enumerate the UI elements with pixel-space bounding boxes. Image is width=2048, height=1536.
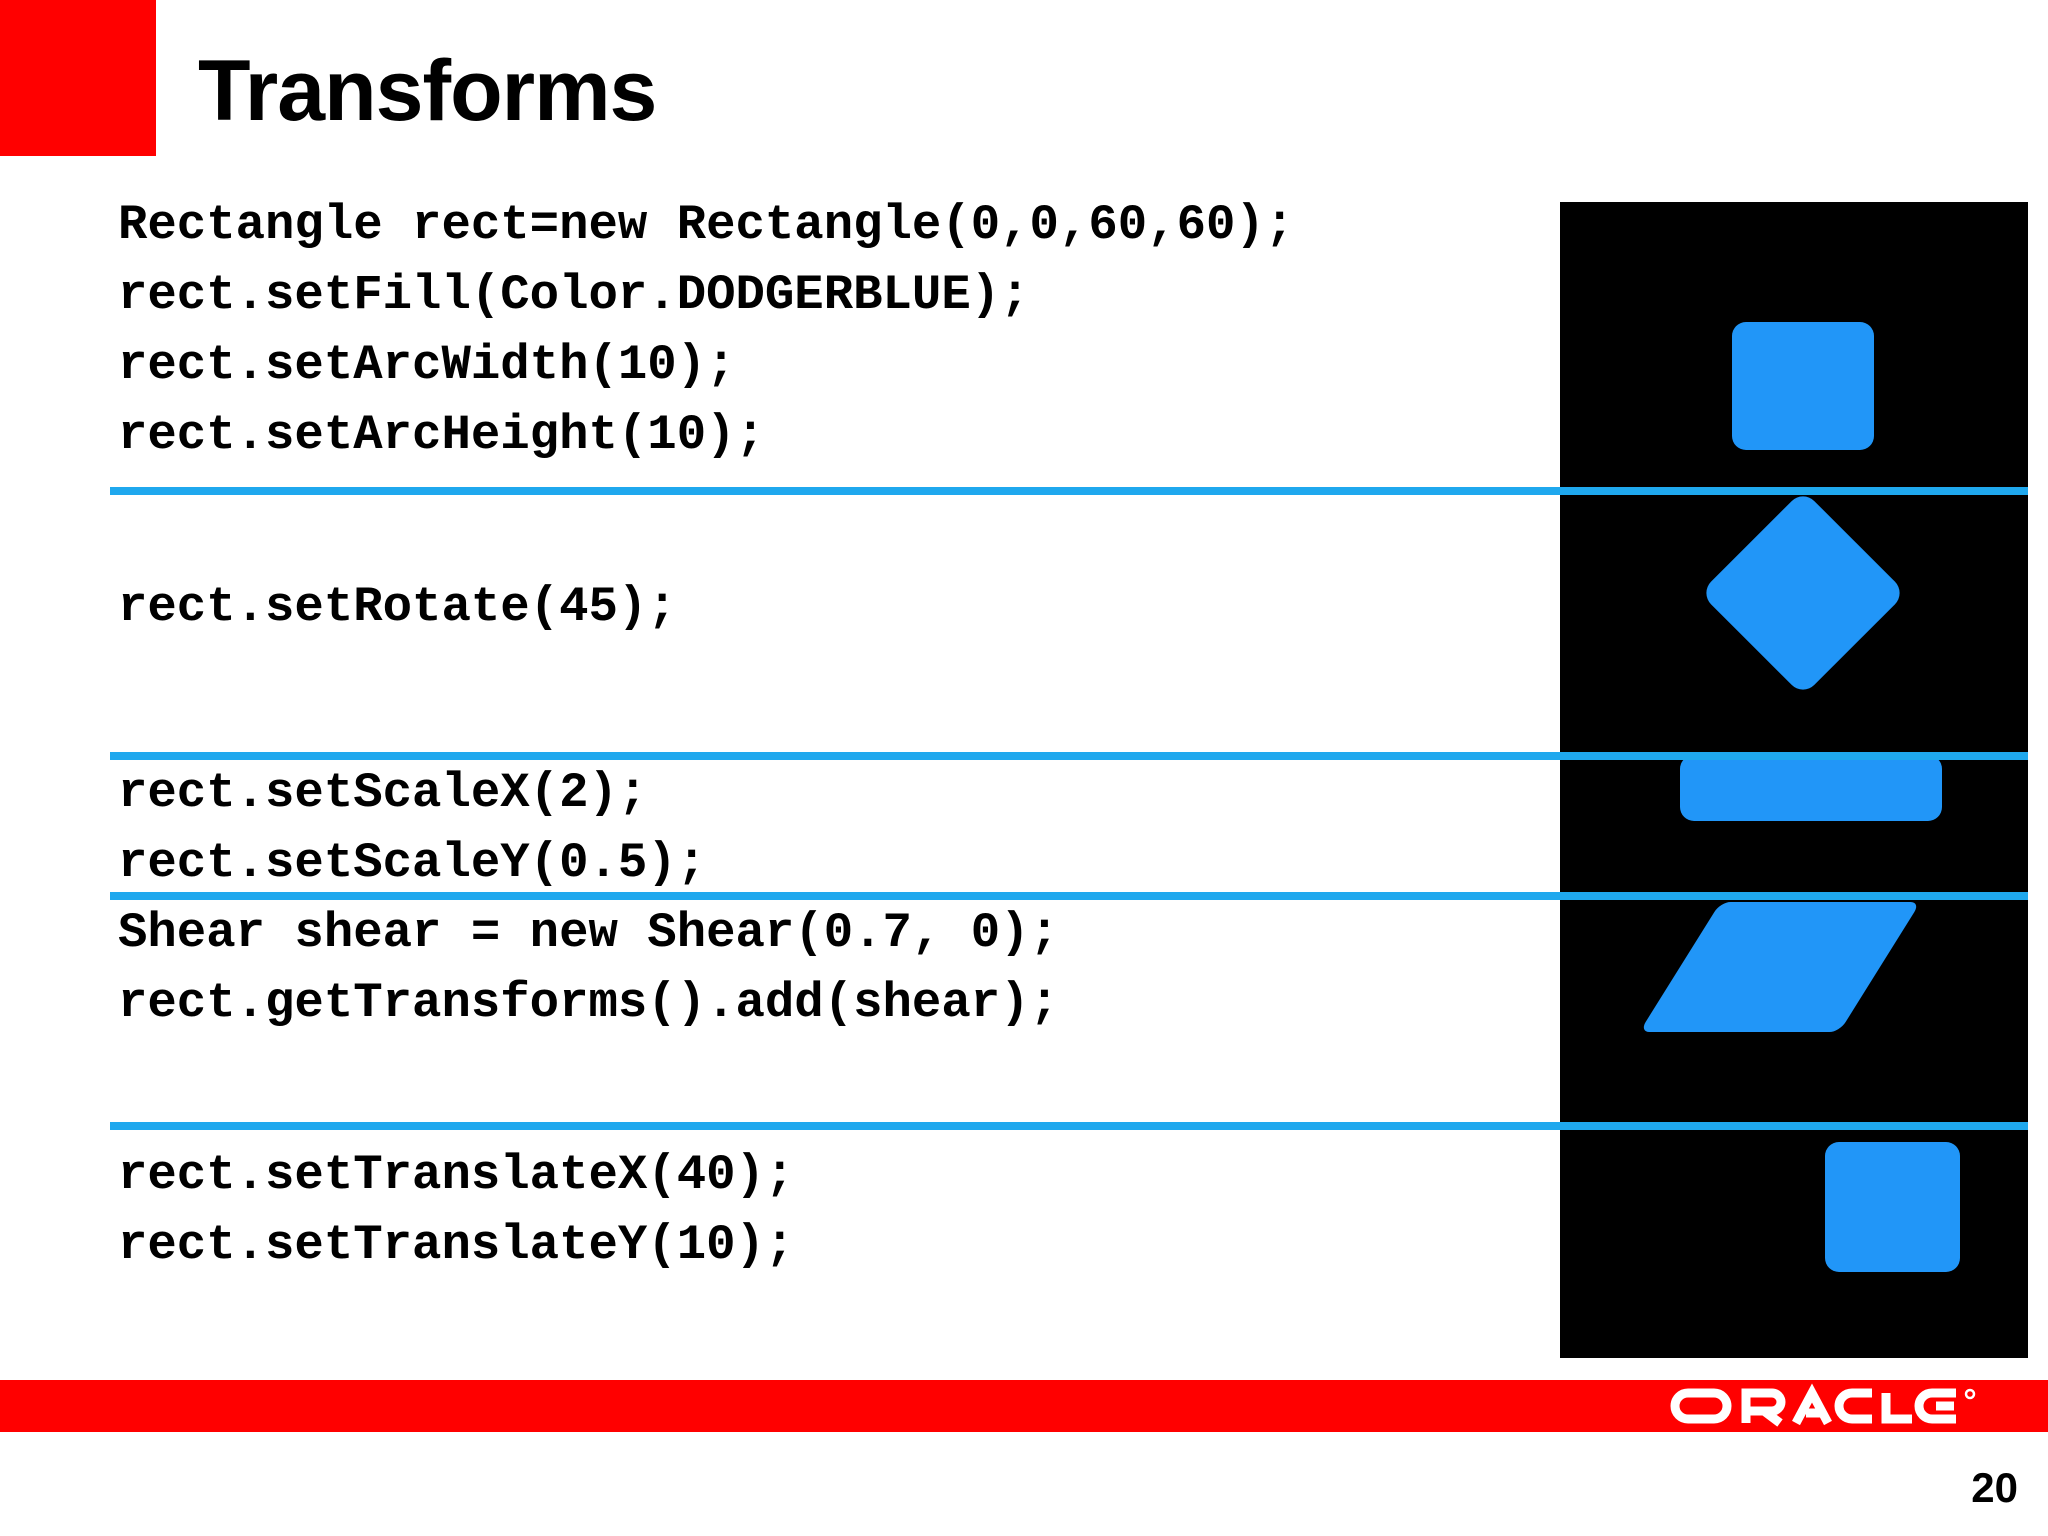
code-line: rect.setArcHeight(10); [118, 407, 765, 463]
section-divider [110, 892, 2028, 900]
code-group-shear: Shear shear = new Shear(0.7, 0); rect.ge… [118, 898, 1059, 1038]
section-divider [110, 1122, 2028, 1130]
page-number: 20 [1971, 1464, 2018, 1511]
section-divider [110, 487, 2028, 495]
code-group-translate: rect.setTranslateX(40); rect.setTranslat… [118, 1140, 794, 1280]
code-line: rect.setArcWidth(10); [118, 337, 736, 393]
shape-preview-panel [1560, 202, 2028, 1358]
page-title: Transforms [198, 43, 657, 139]
section-divider [110, 752, 2028, 760]
code-line: rect.setScaleX(2); [118, 765, 648, 821]
plain-rounded-rectangle-shape [1732, 322, 1874, 450]
code-line: rect.setTranslateX(40); [118, 1147, 795, 1203]
scaled-rectangle-shape [1680, 755, 1942, 821]
oracle-logo [1670, 1383, 1976, 1427]
translated-rectangle-shape [1825, 1142, 1960, 1272]
code-line: rect.setFill(Color.DODGERBLUE); [118, 267, 1030, 323]
code-line: Shear shear = new Shear(0.7, 0); [118, 905, 1059, 961]
code-group-scale: rect.setScaleX(2); rect.setScaleY(0.5); [118, 758, 706, 898]
code-group-base-rectangle: Rectangle rect=new Rectangle(0,0,60,60);… [118, 190, 1294, 470]
code-line: rect.setTranslateY(10); [118, 1217, 795, 1273]
rotated-rectangle-shape [1699, 489, 1907, 697]
code-line: Rectangle rect=new Rectangle(0,0,60,60); [118, 197, 1295, 253]
code-line: rect.setRotate(45); [118, 579, 677, 635]
corner-accent-block [0, 0, 156, 156]
sheared-rectangle-shape [1639, 902, 1921, 1032]
code-line: rect.setScaleY(0.5); [118, 835, 707, 891]
code-group-rotate: rect.setRotate(45); [118, 572, 677, 642]
code-line: rect.getTransforms().add(shear); [118, 975, 1059, 1031]
